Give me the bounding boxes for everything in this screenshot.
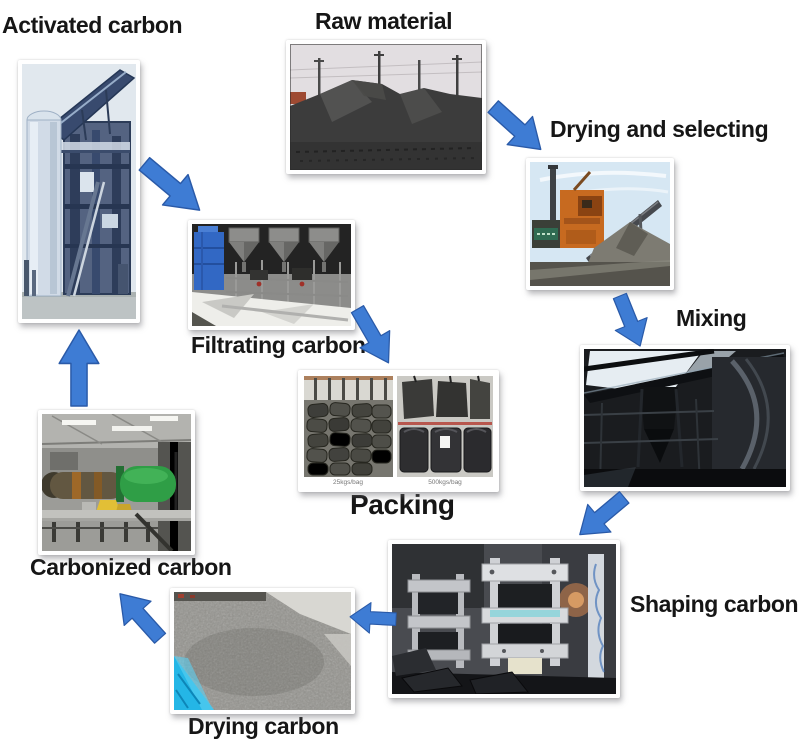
mixing-label: Mixing <box>676 305 747 331</box>
flow-arrow-drying-to-mixing <box>602 289 657 353</box>
flow-arrow-activated-to-filtrating <box>130 147 213 227</box>
raw-material-photo <box>286 40 486 174</box>
shaping-carbon-label: Shaping carbon <box>630 591 799 617</box>
activated-carbon-photo <box>18 60 140 323</box>
mixing-photo-art <box>584 349 786 487</box>
filtrating-carbon-photo-art <box>192 224 351 326</box>
activated-carbon-label: Activated carbon <box>2 12 183 38</box>
filtrating-carbon-photo <box>188 220 355 330</box>
flow-arrow-filtrating-to-packing <box>341 300 405 373</box>
packing-photo: 25kgs/bag 500kgs/bag <box>298 370 499 492</box>
shaping-carbon-photo-art <box>392 544 616 694</box>
drying-selecting-label: Drying and selecting <box>550 116 769 142</box>
drying-selecting-photo-art <box>530 162 670 286</box>
flow-arrow-raw-to-drying <box>479 91 555 165</box>
mixing-photo <box>580 345 790 491</box>
packing-small-bags-subphoto <box>304 376 393 477</box>
activated-carbon-photo-art <box>22 64 136 319</box>
packing-caption-right: 500kgs/bag <box>428 479 462 486</box>
flow-arrow-carbonized-to-activated <box>57 329 101 407</box>
carbonized-carbon-photo-art <box>42 414 191 551</box>
flow-arrow-shaping-to-drying-carbon <box>349 600 397 636</box>
drying-carbon-photo-art <box>174 592 351 710</box>
packing-label: Packing <box>350 489 455 520</box>
packing-big-bags-subphoto <box>397 375 493 477</box>
drying-carbon-photo <box>170 588 355 714</box>
shaping-carbon-photo <box>388 540 620 698</box>
raw-material-label: Raw material <box>315 8 453 34</box>
packing-photo-art: 25kgs/bag 500kgs/bag <box>302 374 495 488</box>
packing-caption-left: 25kgs/bag <box>333 479 363 486</box>
drying-selecting-photo <box>526 158 674 290</box>
filtrating-carbon-label: Filtrating carbon <box>191 332 366 358</box>
carbonized-carbon-photo <box>38 410 195 555</box>
drying-carbon-label: Drying carbon <box>188 713 339 739</box>
flow-arrow-mixing-to-shaping <box>567 482 637 550</box>
raw-material-photo-art <box>290 44 482 170</box>
flow-arrow-drying-carbon-to-carbonized <box>105 580 175 651</box>
carbonized-carbon-label: Carbonized carbon <box>30 554 232 580</box>
